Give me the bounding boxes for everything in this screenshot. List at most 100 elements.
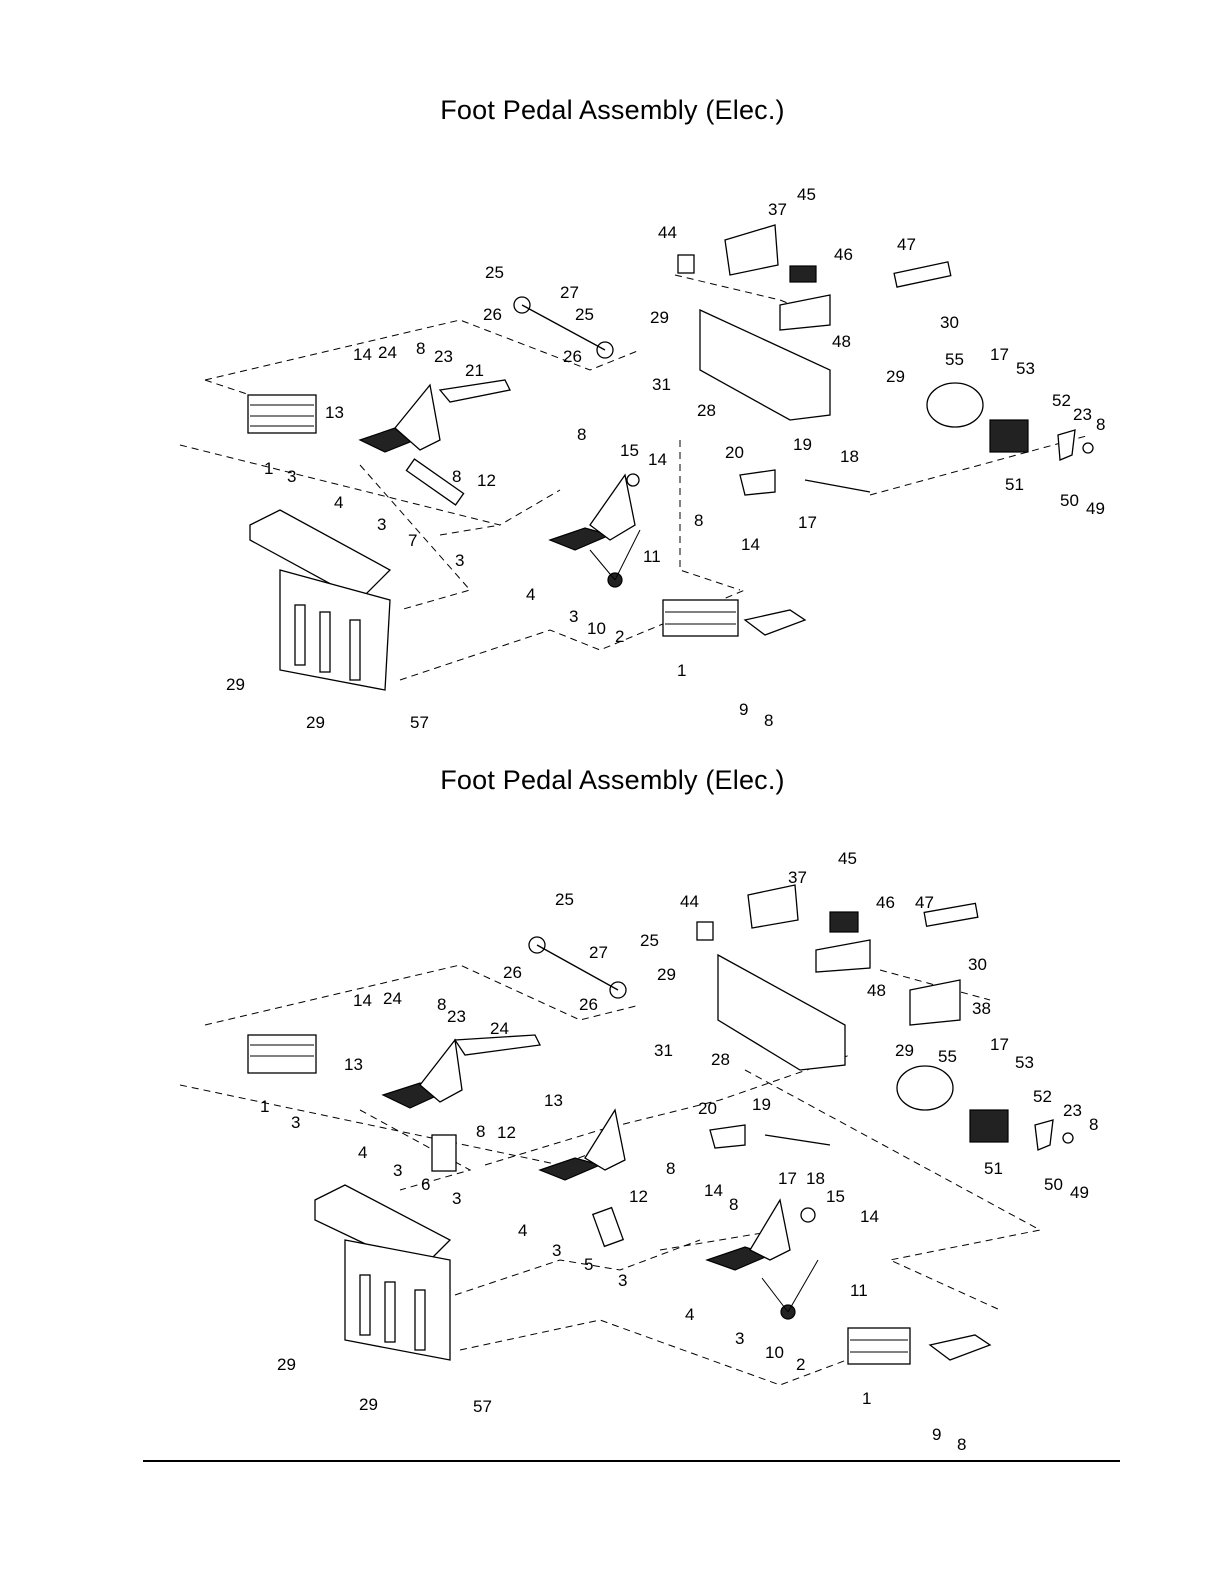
- callout-label: 55: [938, 1047, 957, 1066]
- callout-label: 3: [552, 1241, 561, 1260]
- part-15-roller: [626, 473, 640, 487]
- callout-label: 8: [1096, 415, 1105, 434]
- callout-label: 29: [895, 1041, 914, 1060]
- callout-label: 24: [490, 1019, 509, 1038]
- callout-label: 25: [485, 263, 504, 282]
- callout-label: 17: [990, 1035, 1009, 1054]
- callout-label: 29: [650, 308, 669, 327]
- part-1-rail: [247, 394, 317, 434]
- part-18-spring: [804, 479, 871, 493]
- callout-label: 31: [652, 375, 671, 394]
- callout-label: 47: [915, 893, 934, 912]
- callout-label: 44: [680, 892, 699, 911]
- callout-label: 14: [741, 535, 760, 554]
- callout-label: 28: [711, 1050, 730, 1069]
- callout-label: 49: [1070, 1183, 1089, 1202]
- callout-label: 37: [768, 200, 787, 219]
- callout-label: 13: [344, 1055, 363, 1074]
- callout-label: 12: [477, 471, 496, 490]
- callout-label: 9: [932, 1425, 941, 1444]
- part-44-plate: [696, 921, 714, 941]
- part-shapes: [247, 224, 1094, 691]
- callout-label: 53: [1016, 359, 1035, 378]
- callout-label: 26: [503, 963, 522, 982]
- callout-label: 19: [752, 1095, 771, 1114]
- callout-label: 13: [325, 403, 344, 422]
- callout-label: 8: [416, 339, 425, 358]
- part-18-spring: [764, 1134, 831, 1146]
- callout-label: 11: [850, 1281, 868, 1300]
- callout-label: 57: [473, 1397, 492, 1416]
- callout-label: 10: [587, 619, 606, 638]
- callout-label: 3: [287, 467, 296, 486]
- callout-label: 8: [694, 511, 703, 530]
- callout-label: 12: [497, 1123, 516, 1142]
- callout-label: 17: [798, 513, 817, 532]
- callout-label: 20: [698, 1099, 717, 1118]
- callout-label: 46: [834, 245, 853, 264]
- callout-label: 3: [569, 607, 578, 626]
- callout-label: 50: [1060, 491, 1079, 510]
- part-4-bracket-c: [749, 1198, 791, 1261]
- callout-label: 51: [1005, 475, 1024, 494]
- callout-label: 28: [697, 401, 716, 420]
- part-51-plate: [969, 1109, 1009, 1143]
- callout-label: 26: [563, 347, 582, 366]
- callout-label: 45: [838, 849, 857, 868]
- callout-label: 23: [1073, 405, 1092, 424]
- callout-label: 4: [518, 1221, 527, 1240]
- callout-label: 8: [957, 1435, 966, 1450]
- callout-label: 8: [452, 467, 461, 486]
- callout-label: 29: [657, 965, 676, 984]
- part-55-housing: [896, 1065, 954, 1111]
- part-52-cam: [1034, 1119, 1054, 1151]
- part-57-cover-face: [279, 569, 391, 691]
- part-1-rail: [247, 1034, 317, 1074]
- callout-label: 4: [526, 585, 535, 604]
- callout-label: 8: [764, 711, 773, 730]
- callout-labels: 45 37 44 46 47 25 25 27 26 29 30 26 48 3…: [260, 849, 1098, 1450]
- callout-label: 52: [1033, 1087, 1052, 1106]
- page-title-top: Foot Pedal Assembly (Elec.): [440, 95, 785, 125]
- callout-label: 44: [658, 223, 677, 242]
- callout-labels: 45 37 44 46 47 25 27 26 25 29 30 48 26 3…: [226, 185, 1105, 732]
- part-46-block: [789, 265, 817, 283]
- part-48-holder: [815, 939, 871, 973]
- callout-label: 29: [306, 713, 325, 732]
- callout-label: 14: [860, 1207, 879, 1226]
- callout-label: 8: [476, 1122, 485, 1141]
- callout-label: 51: [984, 1159, 1003, 1178]
- callout-label: 1: [260, 1097, 269, 1116]
- callout-label: 13: [544, 1091, 563, 1110]
- callout-label: 8: [666, 1159, 675, 1178]
- callout-label: 14: [704, 1181, 723, 1200]
- callout-label: 38: [972, 999, 991, 1018]
- part-4-bracket: [419, 1038, 463, 1103]
- callout-label: 23: [434, 347, 453, 366]
- part-44-plate: [677, 254, 695, 274]
- part-52-cam: [1057, 429, 1076, 461]
- part-15-roller: [800, 1207, 816, 1223]
- part-28-bracket: [717, 953, 846, 1071]
- callout-label: 15: [826, 1187, 845, 1206]
- callout-label: 30: [940, 313, 959, 332]
- callout-label: 49: [1086, 499, 1105, 518]
- callout-label: 57: [410, 713, 429, 732]
- callout-label: 26: [579, 995, 598, 1014]
- callout-label: 25: [575, 305, 594, 324]
- callout-label: 1: [264, 459, 273, 478]
- callout-label: 30: [968, 955, 987, 974]
- part-shapes: [247, 884, 1074, 1365]
- part-55-housing: [926, 382, 984, 428]
- callout-label: 52: [1052, 391, 1071, 410]
- part-9-stop: [928, 1334, 992, 1361]
- callout-label: 14: [353, 345, 372, 364]
- callout-label: 6: [421, 1175, 430, 1194]
- part-47-cylinder: [923, 902, 979, 927]
- dashed-guide-lines: [179, 964, 1042, 1386]
- part-20-clip: [709, 1124, 746, 1149]
- part-47-cylinder: [893, 261, 952, 288]
- callout-label: 53: [1015, 1053, 1034, 1072]
- callout-label: 15: [620, 441, 639, 460]
- callout-label: 7: [408, 531, 417, 550]
